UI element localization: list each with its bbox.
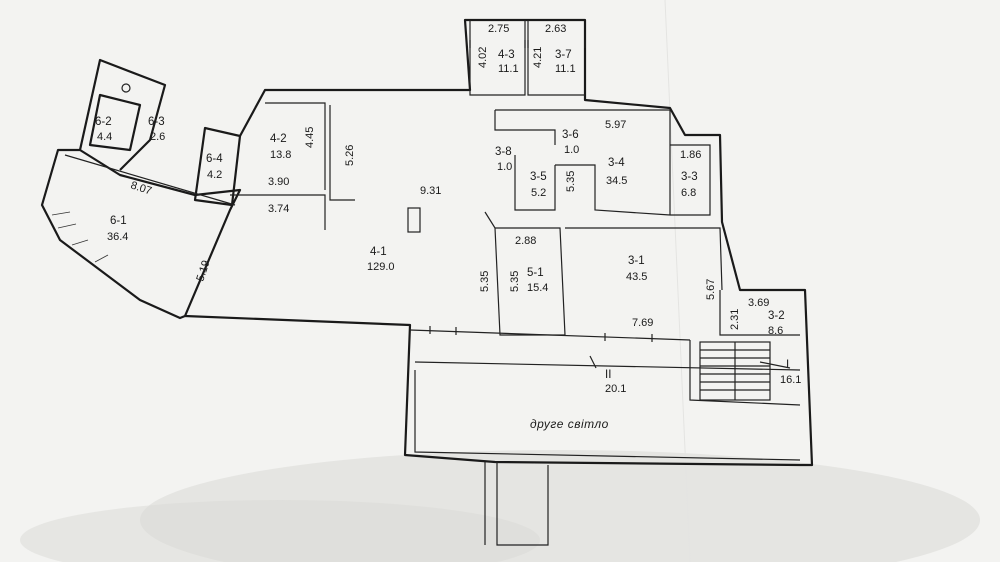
room-I-area: 16.1 xyxy=(780,374,801,386)
room-4-1-area: 129.0 xyxy=(367,261,395,273)
room-3-5-label: 3-5 xyxy=(530,171,547,183)
room-6-3-area: 2.6 xyxy=(150,131,165,143)
dim-3-74: 3.74 xyxy=(268,203,289,215)
room-6-1-area: 36.4 xyxy=(107,231,128,243)
room-3-1-label: 3-1 xyxy=(628,255,645,267)
room-3-2-label: 3-2 xyxy=(768,310,785,322)
room-3-8-label: 3-8 xyxy=(495,146,512,158)
room-5-1-label: 5-1 xyxy=(527,267,544,279)
dim-1-86: 1.86 xyxy=(680,149,701,161)
room-3-7-label: 3-7 xyxy=(555,49,572,61)
dimension-ticks xyxy=(429,40,791,369)
paper-fold xyxy=(664,0,691,562)
second-light-note: друге світло xyxy=(530,417,609,431)
dim-9-31: 9.31 xyxy=(420,185,441,197)
room-3-4-label: 3-4 xyxy=(608,157,625,169)
room-6-2-label: 6-2 xyxy=(95,116,112,128)
room-I-label: I xyxy=(786,359,789,371)
staircase xyxy=(699,341,771,401)
room-3-6-label: 3-6 xyxy=(562,129,579,141)
dim-2-75: 2.75 xyxy=(488,23,509,35)
room-4-3-area: 11.1 xyxy=(498,63,519,75)
dim-2-31: 2.31 xyxy=(729,309,741,330)
dim-5-26: 5.26 xyxy=(344,145,356,166)
dimension-labels: 2.75 2.63 4.02 4.21 4.45 5.26 3.90 3.74 … xyxy=(129,23,769,330)
room-5-1-area: 15.4 xyxy=(527,282,548,294)
dim-2-88: 2.88 xyxy=(515,235,536,247)
room-II-label: II xyxy=(605,369,611,381)
room-3-8-area: 1.0 xyxy=(497,161,512,173)
dim-5-35-c: 5.35 xyxy=(509,271,521,292)
dim-7-69: 7.69 xyxy=(632,317,653,329)
room-4-3-label: 4-3 xyxy=(498,49,515,61)
room-6-4-area: 4.2 xyxy=(207,169,222,181)
room-3-3-label: 3-3 xyxy=(681,171,698,183)
room-6-2-area: 4.4 xyxy=(97,131,112,143)
room-3-5-area: 5.2 xyxy=(531,187,546,199)
room-3-1-area: 43.5 xyxy=(626,271,647,283)
room-6-1-label: 6-1 xyxy=(110,215,127,227)
room-6-3-label: 6-3 xyxy=(148,116,165,128)
room-3-7-area: 11.1 xyxy=(555,63,576,75)
dim-4-21: 4.21 xyxy=(532,47,544,68)
dim-5-35-a: 5.35 xyxy=(565,171,577,192)
room-4-1-label: 4-1 xyxy=(370,246,387,258)
room-labels: 6-2 4.4 6-3 2.6 6-4 4.2 6-1 36.4 4-2 13.… xyxy=(95,49,801,395)
room-3-3-area: 6.8 xyxy=(681,187,696,199)
dim-5-97: 5.97 xyxy=(605,119,626,131)
room-6-4-label: 6-4 xyxy=(206,153,223,165)
room-II-area: 20.1 xyxy=(605,383,626,395)
room-4-2-area: 13.8 xyxy=(270,149,291,161)
room-3-2-area: 8.6 xyxy=(768,325,783,337)
dim-3-90: 3.90 xyxy=(268,176,289,188)
dim-4-02: 4.02 xyxy=(477,47,489,68)
room-3-4-area: 34.5 xyxy=(606,175,627,187)
dim-3-69: 3.69 xyxy=(748,297,769,309)
dim-5-67: 5.67 xyxy=(705,279,717,300)
dim-5-35-b: 5.35 xyxy=(479,271,491,292)
dim-2-63: 2.63 xyxy=(545,23,566,35)
dim-4-45: 4.45 xyxy=(304,127,316,148)
room-4-2-label: 4-2 xyxy=(270,133,287,145)
room-3-6-area: 1.0 xyxy=(564,144,579,156)
